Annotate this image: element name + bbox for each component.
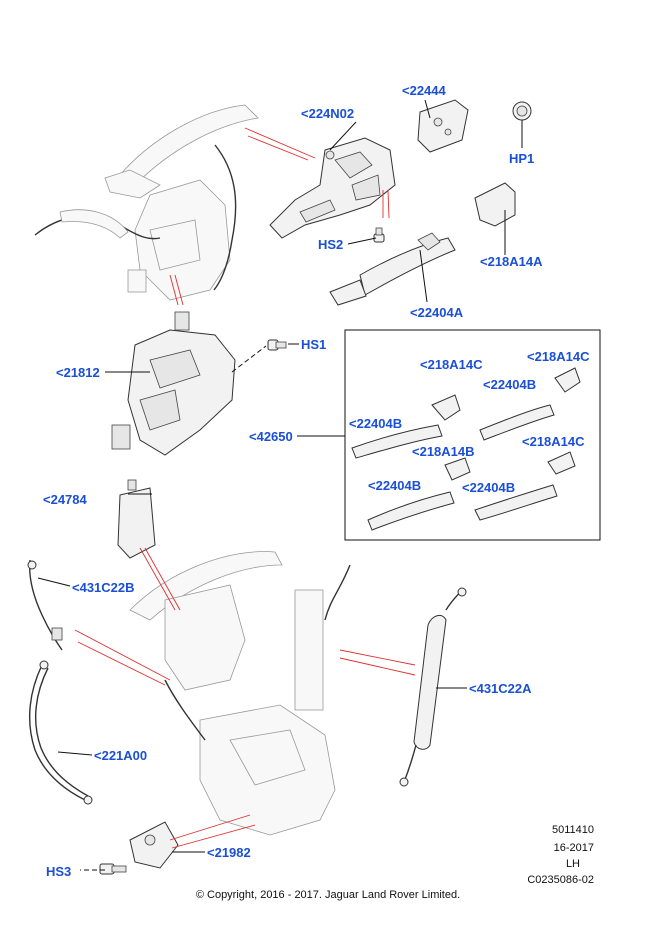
screw-hs1-part — [267, 339, 287, 351]
cable-431c22b-part — [27, 559, 63, 651]
label-224N02: <224N02 — [301, 106, 354, 121]
plug-part — [512, 101, 532, 121]
diagram-version: 16-2017 — [553, 842, 594, 854]
label-24784: <24784 — [43, 492, 88, 507]
diagram-code: 5011410 — [551, 824, 594, 836]
label-431C22B: <431C22B — [72, 580, 135, 595]
label-HS2: HS2 — [318, 237, 343, 252]
handle-cap-part — [474, 182, 516, 227]
label-221A00: <221A00 — [94, 748, 147, 763]
label-kit-218A14B: <218A14B — [412, 444, 475, 459]
handle-bracket-part — [269, 137, 396, 239]
leader-lines — [37, 99, 523, 853]
label-kit-22404B-3: <22404B — [368, 478, 421, 493]
red-association-lines — [74, 127, 416, 849]
cable-221a00-part — [28, 660, 93, 805]
part-labels: <22444 <224N02 HP1 HS2 <218A14A <22404A … — [43, 83, 590, 879]
label-431C22A: <431C22A — [469, 681, 532, 696]
label-HS1: HS1 — [301, 337, 326, 352]
label-kit-218A14C-3: <218A14C — [522, 434, 585, 449]
diagram-side: LH — [565, 858, 580, 870]
label-218A14A: <218A14A — [480, 254, 543, 269]
label-22404A: <22404A — [410, 305, 464, 320]
label-kit-218A14C-1: <218A14C — [420, 357, 483, 372]
screw-hs2-part — [373, 227, 385, 243]
door-latch-part — [111, 311, 236, 456]
bezel-part — [417, 99, 469, 153]
label-42650: <42650 — [249, 429, 293, 444]
bolt-hs3-part — [99, 863, 127, 875]
cover-part — [117, 479, 156, 559]
label-HP1: HP1 — [509, 151, 534, 166]
copyright-notice: © Copyright, 2016 - 2017. Jaguar Land Ro… — [195, 889, 461, 901]
lower-assembly-ghost — [129, 551, 351, 836]
dashed-connectors — [80, 345, 267, 871]
label-kit-22404B-1: <22404B — [349, 416, 402, 431]
striker-part — [129, 821, 179, 869]
label-21982: <21982 — [207, 845, 251, 860]
label-22444: <22444 — [402, 83, 447, 98]
diagram-reference: C0235086-02 — [527, 874, 594, 886]
label-kit-22404B-2: <22404B — [483, 377, 536, 392]
label-21812: <21812 — [56, 365, 100, 380]
label-kit-218A14C-2: <218A14C — [527, 349, 590, 364]
cable-431c22a-part — [399, 587, 467, 787]
kit-box — [344, 329, 601, 541]
label-kit-22404B-4: <22404B — [462, 480, 515, 495]
door-handle-part — [329, 232, 456, 306]
label-HS3: HS3 — [46, 864, 71, 879]
upper-assembly-ghost — [34, 104, 259, 301]
